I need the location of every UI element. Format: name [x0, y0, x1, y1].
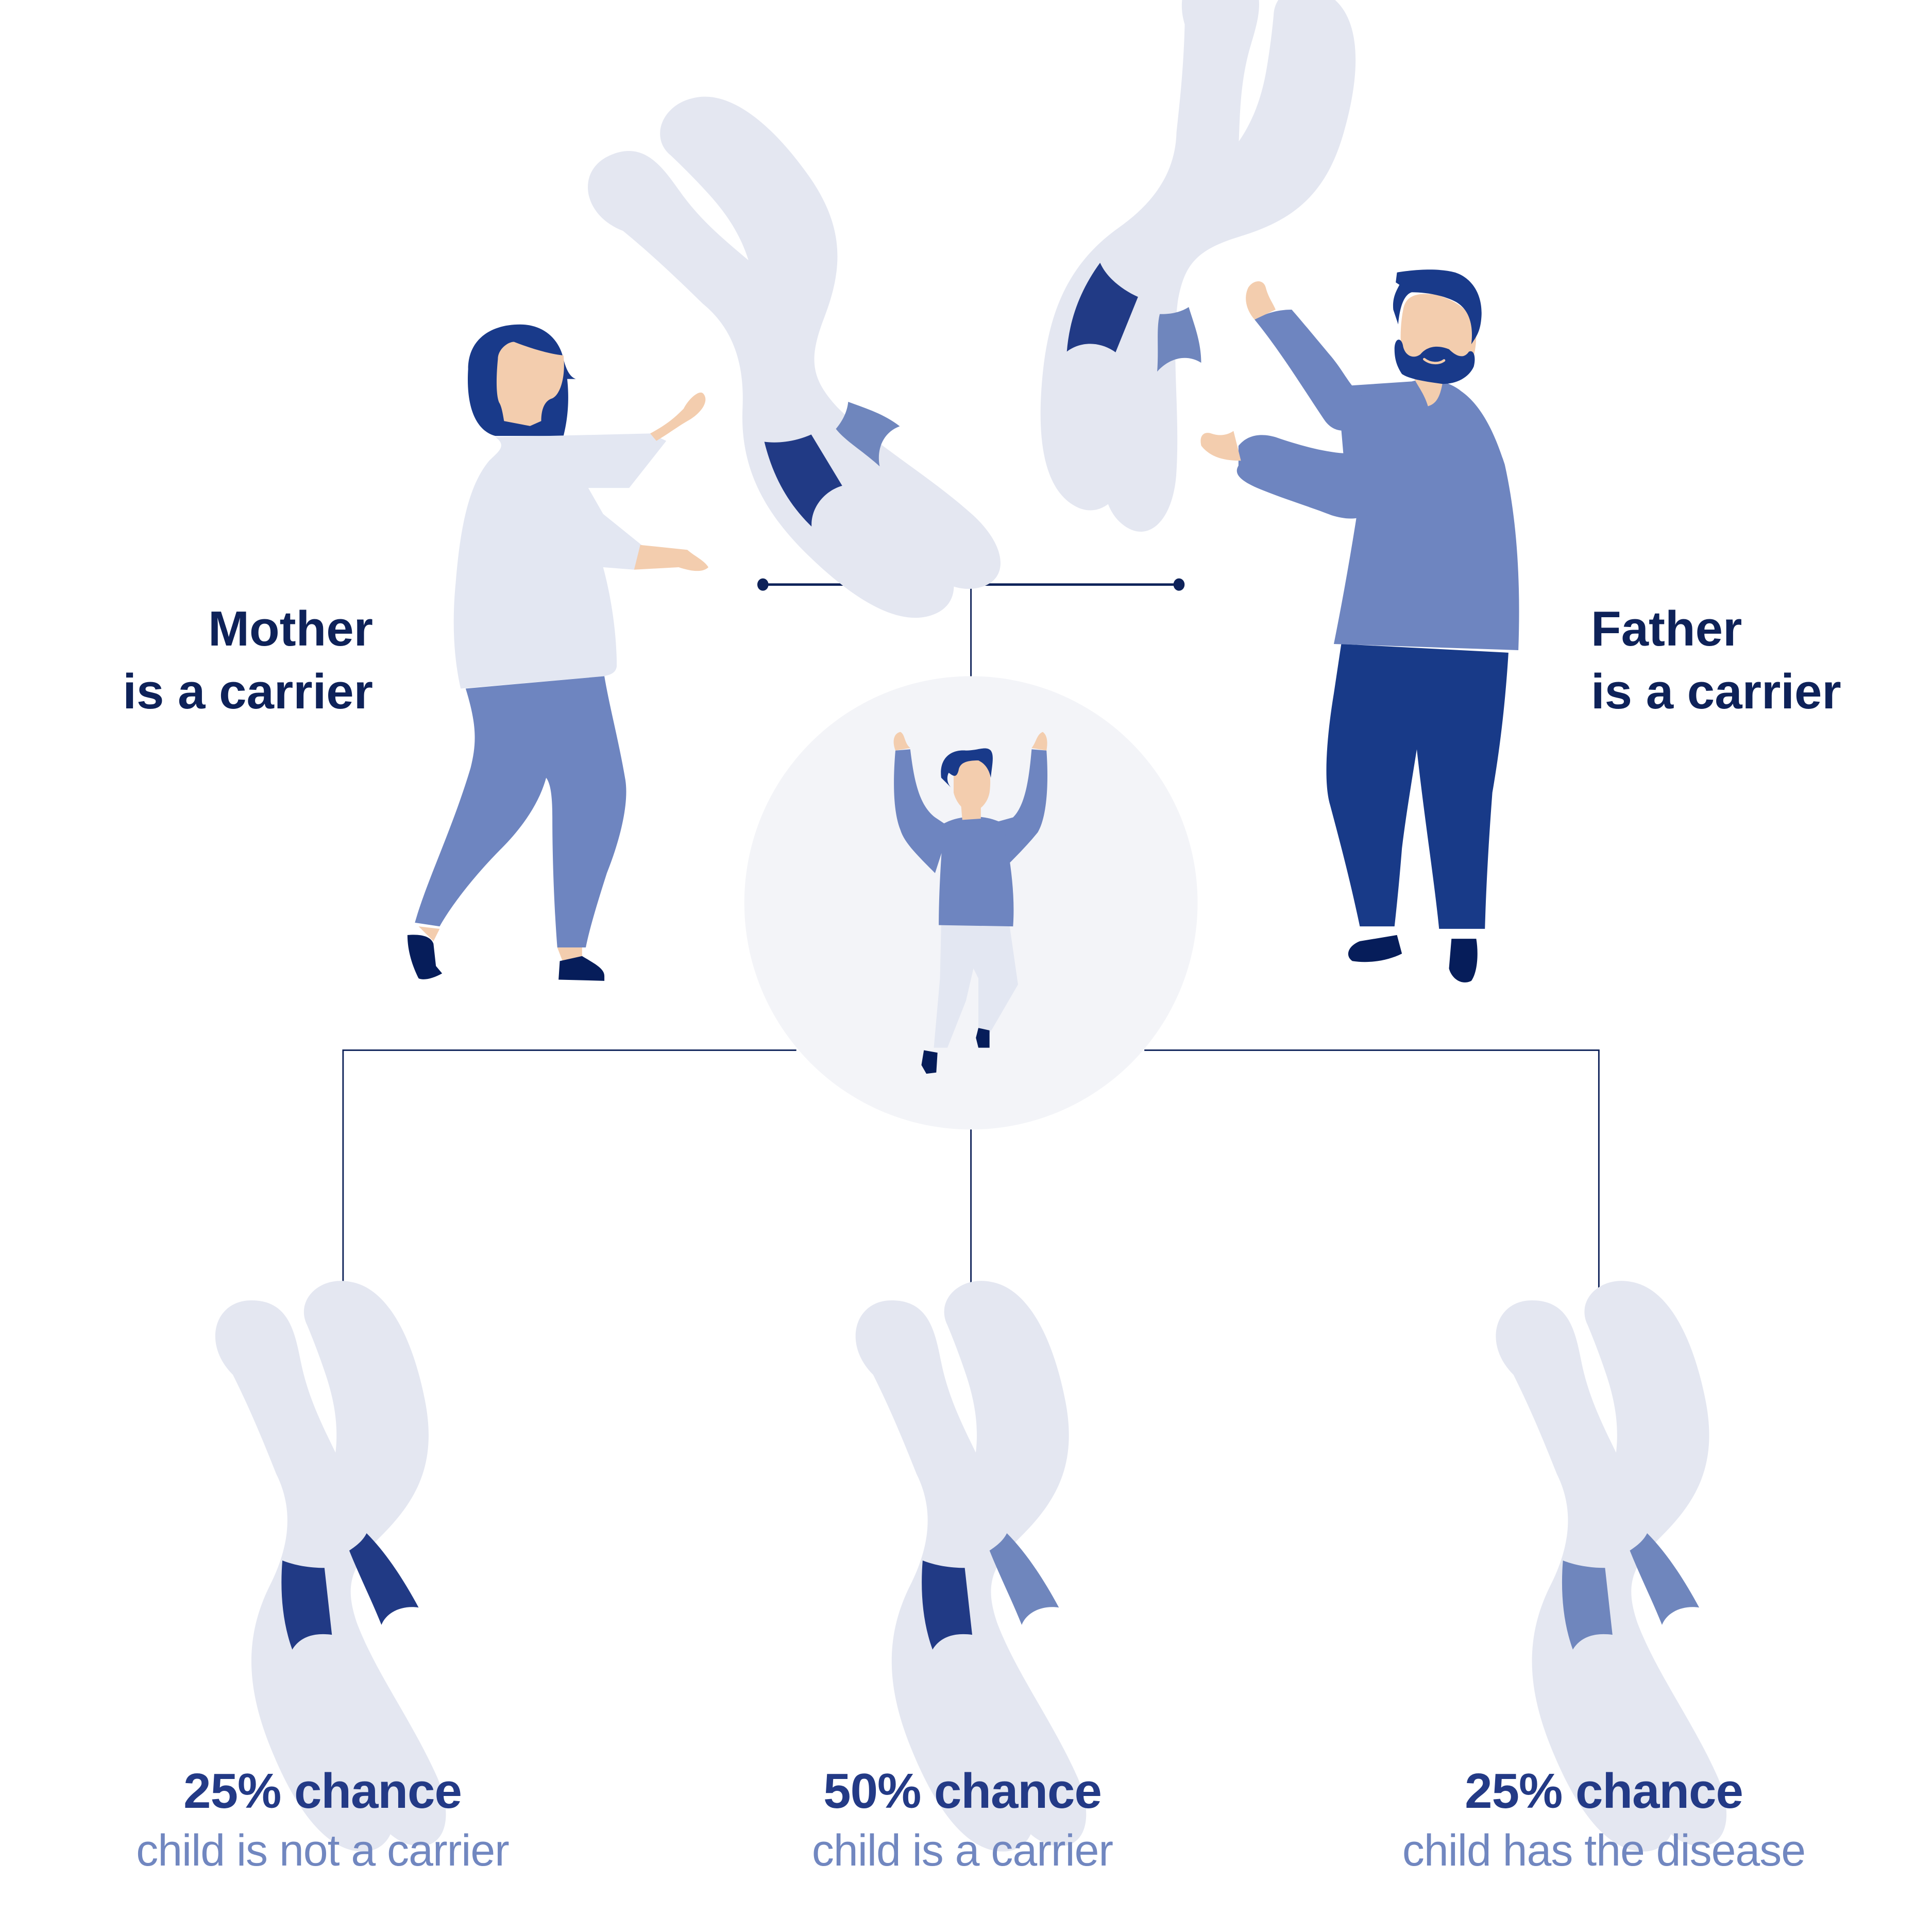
outcome-chromosome-disease	[1496, 1281, 1727, 1852]
outcome-not-carrier: 25% chance child is not a carrier	[39, 1761, 606, 1879]
child-figure	[893, 732, 1048, 1074]
mother-figure	[407, 324, 708, 981]
mother-label-line2: is a carrier	[123, 664, 373, 719]
mother-label-line1: Mother	[208, 601, 373, 656]
father-label-line1: Father	[1591, 601, 1742, 656]
outcome-chromosome-carrier	[855, 1281, 1087, 1852]
outcome-disease: 25% chance child has the disease	[1320, 1761, 1887, 1879]
father-figure	[1200, 269, 1519, 982]
father-label: Father is a carrier	[1591, 598, 1841, 723]
outcome-chromosome-not-carrier	[215, 1281, 446, 1852]
mother-chromosome	[569, 58, 1012, 674]
father-label-line2: is a carrier	[1591, 664, 1841, 719]
mother-label: Mother is a carrier	[123, 598, 373, 723]
outcome-description: child has the disease	[1402, 1826, 1806, 1875]
outcome-percent: 25% chance	[183, 1764, 462, 1819]
outcome-description: child is not a carrier	[136, 1826, 510, 1875]
outcome-percent: 50% chance	[823, 1764, 1102, 1819]
father-chromosome	[945, 0, 1417, 546]
outcome-description: child is a carrier	[811, 1826, 1113, 1875]
outcome-carrier: 50% chance child is a carrier	[679, 1761, 1246, 1879]
outcome-percent: 25% chance	[1465, 1764, 1743, 1819]
